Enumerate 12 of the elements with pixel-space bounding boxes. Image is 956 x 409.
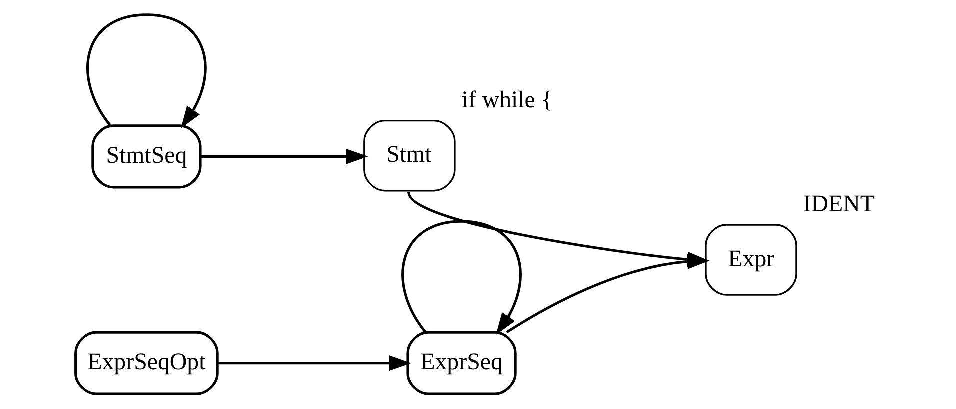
node-box: StmtSeq xyxy=(92,124,202,189)
node-box: ExprSeq xyxy=(406,331,517,396)
arrow xyxy=(200,148,368,164)
node-box: Expr xyxy=(705,224,798,296)
arrow xyxy=(218,356,412,372)
node-box: Stmt xyxy=(364,120,456,192)
arrow xyxy=(402,220,522,336)
arrow xyxy=(86,14,207,129)
arrow xyxy=(506,254,710,334)
node-label: IDENT xyxy=(803,192,875,218)
node-label: if while { xyxy=(462,88,553,114)
node-box: ExprSeqOpt xyxy=(74,331,219,396)
